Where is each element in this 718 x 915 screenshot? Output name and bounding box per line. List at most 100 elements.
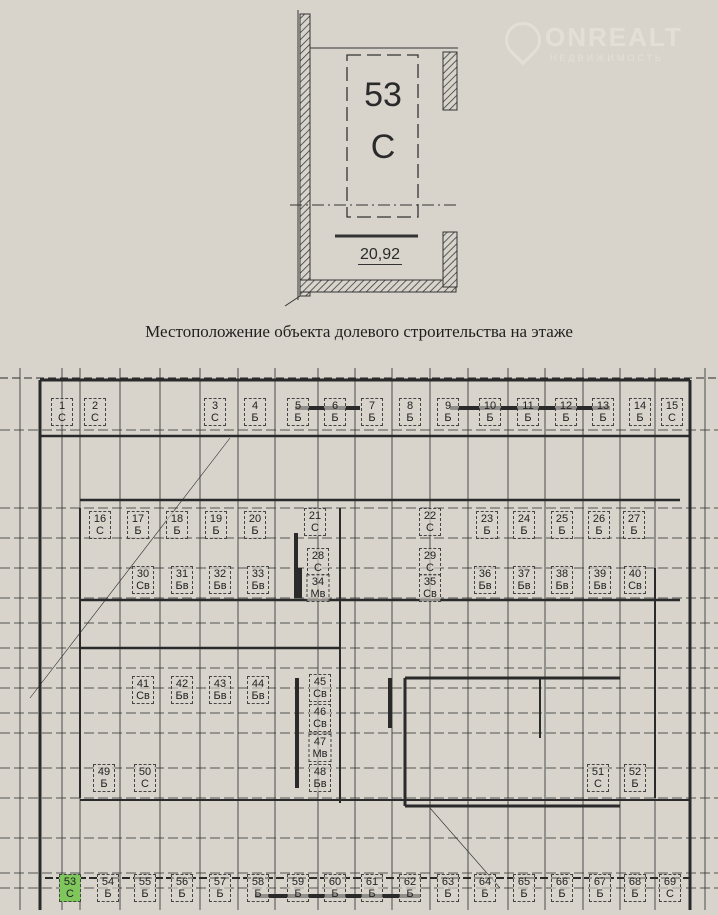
unit-number: 61 bbox=[365, 876, 379, 888]
unit-type: Св bbox=[423, 588, 437, 600]
unit-type: Бв bbox=[213, 690, 227, 702]
unit-number: 59 bbox=[291, 876, 305, 888]
unit-type: Б bbox=[294, 412, 302, 424]
unit-type: Б bbox=[444, 412, 452, 424]
unit-number: 7 bbox=[368, 400, 376, 412]
unit-type: Б bbox=[558, 525, 566, 537]
unit-number: 41 bbox=[136, 678, 150, 690]
unit-number: 24 bbox=[517, 513, 531, 525]
unit-number: 45 bbox=[313, 676, 327, 688]
unit-number: 9 bbox=[444, 400, 452, 412]
unit-type: Б bbox=[562, 412, 570, 424]
unit-type: Б bbox=[134, 525, 142, 537]
unit-number: 20 bbox=[248, 513, 262, 525]
unit-type: Б bbox=[104, 888, 112, 900]
unit-type: Б bbox=[368, 412, 376, 424]
unit-number: 16 bbox=[93, 513, 107, 525]
unit-number: 65 bbox=[517, 876, 531, 888]
unit-type: Св bbox=[313, 688, 327, 700]
unit-number: 42 bbox=[175, 678, 189, 690]
unit-type: Б bbox=[520, 888, 528, 900]
unit-number: 10 bbox=[483, 400, 497, 412]
unit-number: 48 bbox=[313, 766, 327, 778]
unit-number: 30 bbox=[136, 568, 150, 580]
unit-type: С bbox=[91, 412, 99, 424]
unit-number: 60 bbox=[328, 876, 342, 888]
unit-number: 39 bbox=[593, 568, 607, 580]
unit-number: 5 bbox=[294, 400, 302, 412]
unit-number: 49 bbox=[97, 766, 111, 778]
unit-number: 53 bbox=[63, 876, 77, 888]
